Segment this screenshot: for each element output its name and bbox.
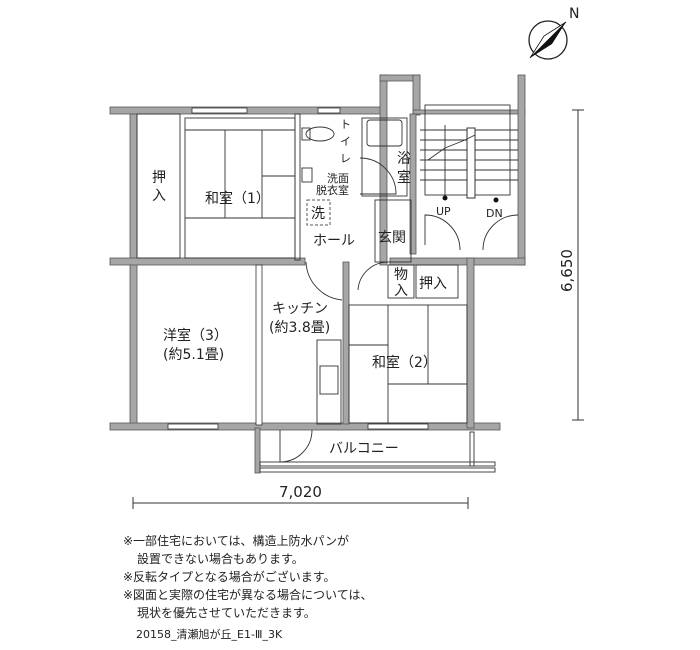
hall-label: ホール <box>313 233 355 249</box>
washroom-label-1: 洗面 <box>327 172 349 185</box>
closet-left-label-2: 入 <box>152 188 166 204</box>
toilet-label-3: レ <box>340 152 351 165</box>
closet-left-label-1: 押 <box>152 170 166 186</box>
washroom-label-2: 脱衣室 <box>316 183 349 197</box>
youshitsu3-label: 洋室（3） <box>163 327 228 344</box>
width-dimension-label: 7,020 <box>279 483 322 501</box>
notes: ※一部住宅においては、構造上防水パンが 設置できない場合もあります。 ※反転タイ… <box>123 532 372 622</box>
compass-north-label: N <box>569 6 579 22</box>
height-dimension-label: 6,650 <box>558 249 576 292</box>
kitchen-size-label: (約3.8畳) <box>269 320 330 336</box>
walls <box>109 74 526 474</box>
note-line: ※一部住宅においては、構造上防水パンが <box>123 534 350 548</box>
storage-label-1: 物 <box>394 267 408 283</box>
note-line: 現状を優先させていただきます。 <box>137 606 316 620</box>
note-line: ※反転タイプとなる場合がございます。 <box>123 570 336 584</box>
closet-right-label: 押入 <box>419 276 447 292</box>
interior-lines <box>136 104 519 473</box>
bath-label-1: 浴 <box>397 151 411 167</box>
balcony-label: バルコニー <box>329 441 399 457</box>
toilet-label-1: ト <box>340 118 351 131</box>
plan-code: 20158_清瀬旭が丘_E1-Ⅲ_3K <box>136 628 283 641</box>
washer-label: 洗 <box>311 206 325 222</box>
north-compass-icon: N <box>528 6 579 60</box>
stairs-up-label: UP <box>436 205 451 218</box>
kitchen-label: キッチン <box>272 301 328 317</box>
bath-label-2: 室 <box>397 169 411 186</box>
note-line: 設置できない場合もあります。 <box>137 552 304 566</box>
washitsu2-label: 和室（2） <box>372 354 437 371</box>
height-dimension: 6,650 <box>558 109 584 421</box>
entrance-label: 玄関 <box>378 229 406 246</box>
windows <box>167 107 429 430</box>
staircase <box>420 104 519 251</box>
note-line: ※図面と実際の住宅が異なる場合については、 <box>123 588 373 602</box>
width-dimension: 7,020 <box>132 483 469 509</box>
stairs-down-label: DN <box>486 207 503 220</box>
washitsu1-label: 和室（1） <box>205 190 270 207</box>
storage-label-2: 入 <box>394 283 408 299</box>
toilet-label-2: イ <box>340 135 351 148</box>
youshitsu3-size-label: (約5.1畳) <box>163 347 224 363</box>
